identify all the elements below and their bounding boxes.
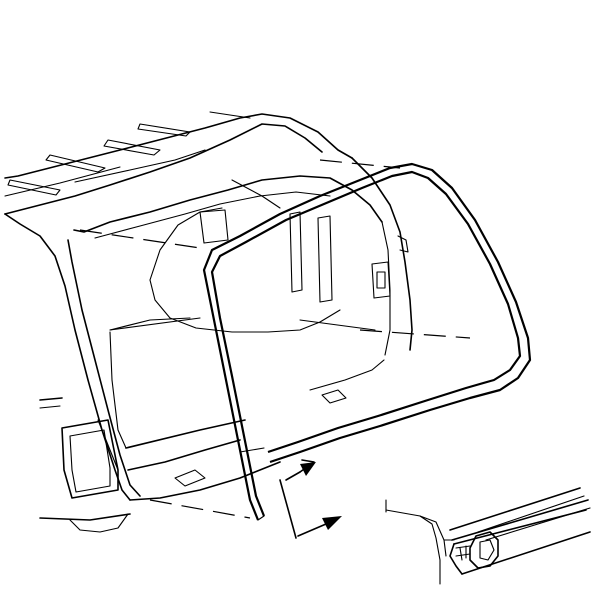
installation-direction-arrows bbox=[279, 459, 342, 539]
alignment-lines bbox=[79, 159, 471, 519]
vehicle-roof bbox=[4, 111, 353, 215]
liftgate-weatherstrip bbox=[202, 162, 532, 521]
arrow-right-icon bbox=[322, 516, 342, 530]
vehicle-body bbox=[4, 157, 413, 533]
arrow-up-icon bbox=[300, 462, 316, 476]
weatherstrip-cross-section bbox=[385, 487, 591, 585]
